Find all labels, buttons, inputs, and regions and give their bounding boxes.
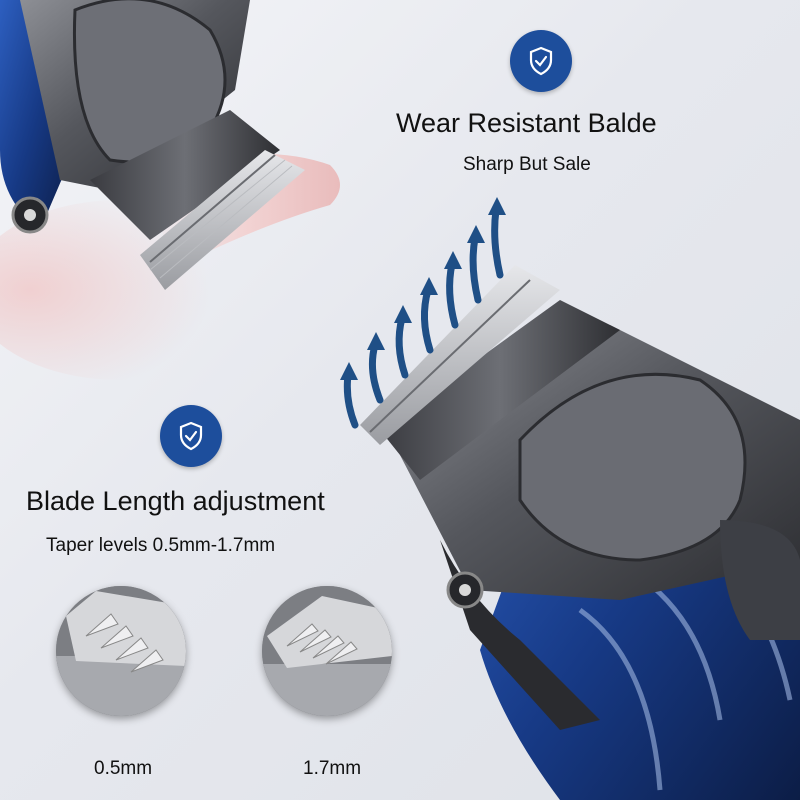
- zoom-view-short: [56, 586, 186, 716]
- blade-arrow-heads: [340, 197, 506, 380]
- length-badge: [160, 405, 222, 467]
- wear-badge: [510, 30, 572, 92]
- length-title: Blade Length adjustment: [26, 486, 325, 516]
- top-clipper: [0, 0, 340, 380]
- wear-subtitle: Sharp But Sale: [463, 154, 591, 175]
- shield-check-icon: [179, 421, 203, 451]
- zoom-view-long: [262, 586, 392, 716]
- zoom-label-long: 1.7mm: [303, 758, 362, 779]
- main-clipper: [360, 265, 800, 800]
- zoom-label-short: 0.5mm: [94, 758, 153, 779]
- wear-title: Wear Resistant Balde: [396, 108, 657, 138]
- length-subtitle: Taper levels 0.5mm-1.7mm: [46, 535, 276, 556]
- shield-check-icon: [529, 46, 553, 76]
